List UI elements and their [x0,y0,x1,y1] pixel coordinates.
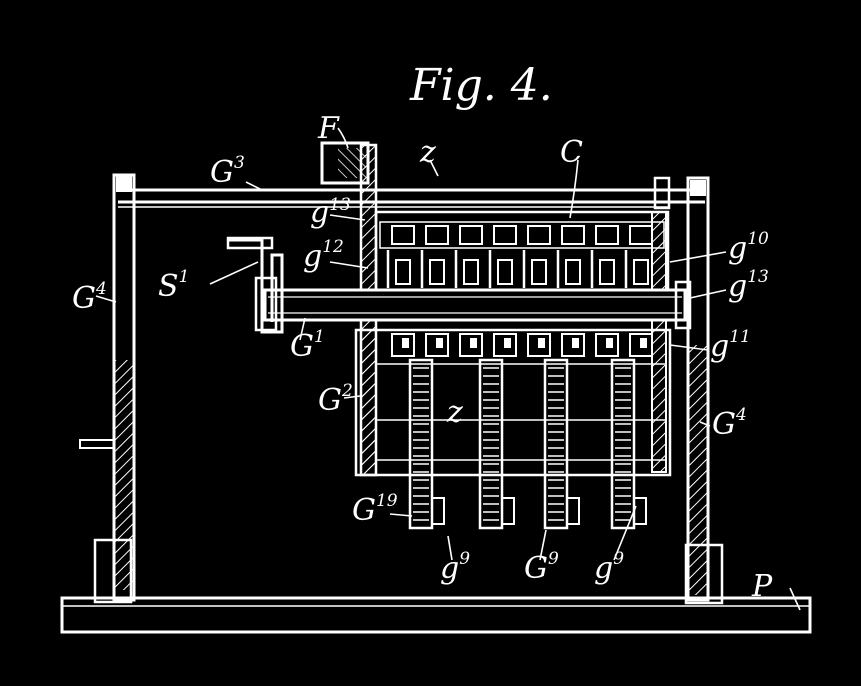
type-bar-body [543,358,569,530]
type-bar-body [610,358,636,530]
label-g9-center: G9 [524,549,559,586]
labels: F z C G3 g13 g12 g10 g13 g11 S1 G4 G1 G2… [72,111,773,604]
type-bar [610,358,647,530]
lower-slot [425,333,449,357]
label-g1: G1 [290,327,325,364]
upper-tooth [395,259,411,285]
lower-slot [391,333,415,357]
upper-tooth [599,259,615,285]
top-rod [118,176,705,210]
upper-slot [425,225,449,245]
type-bar [408,358,445,530]
upper-slot [561,225,585,245]
lower-catch [402,338,409,348]
upper-slot [629,225,653,245]
main-shaft [263,280,692,330]
upper-slot [391,225,415,245]
type-bar-body [408,358,434,530]
upper-type-slots [386,225,653,288]
upper-tooth [633,259,649,285]
label-f: F [317,111,340,146]
label-g4-right: G4 [712,405,747,442]
lower-slot [629,333,653,357]
lower-type-slots [391,333,653,357]
label-g12: g12 [303,237,344,274]
type-bar [543,358,580,530]
right-frame-post [686,176,710,602]
lower-catch [640,338,647,348]
lower-catch [436,338,443,348]
label-g19: G19 [352,491,398,528]
lower-catch [470,338,477,348]
label-g13-upper: g13 [310,195,351,230]
upper-tooth [497,259,513,285]
upper-slot [493,225,517,245]
label-g3: G3 [210,153,245,190]
left-frame-post [79,173,136,602]
label-z-mid: z [446,395,463,430]
type-bar-foot [501,497,515,525]
upper-slot [459,225,483,245]
type-bar [478,358,515,530]
label-s1: S1 [158,267,189,304]
label-p: P [751,569,773,604]
upper-slot [595,225,619,245]
label-g4-left: G4 [72,279,107,316]
lower-catch [572,338,579,348]
lower-catch [538,338,545,348]
lower-catch [606,338,613,348]
carriage-frame [374,210,670,473]
leader-lines [95,127,801,611]
label-g11: g11 [710,327,751,364]
lower-slot [493,333,517,357]
upper-tooth [429,259,445,285]
upper-tooth [565,259,581,285]
label-g2: G2 [318,381,353,418]
lower-slot [527,333,551,357]
lower-slot [561,333,585,357]
label-c: C [560,135,583,170]
upper-tooth [531,259,547,285]
type-bars [408,358,647,530]
lower-slot [595,333,619,357]
type-bar-foot [431,497,445,525]
label-g10: g10 [728,229,769,266]
lower-carriage [354,328,672,477]
label-g9-left: g9 [440,549,470,586]
figure-title: Fig. 4. [409,60,553,111]
upper-slot [527,225,551,245]
label-g13-right: g13 [728,267,769,304]
label-z-top: z [419,135,436,170]
lower-catch [504,338,511,348]
type-bar-foot [566,497,580,525]
lower-slot [459,333,483,357]
label-g9-right: g9 [594,549,624,586]
upper-tooth [463,259,479,285]
crank-handle [226,236,284,334]
type-bar-foot [633,497,647,525]
type-bar-body [478,358,504,530]
